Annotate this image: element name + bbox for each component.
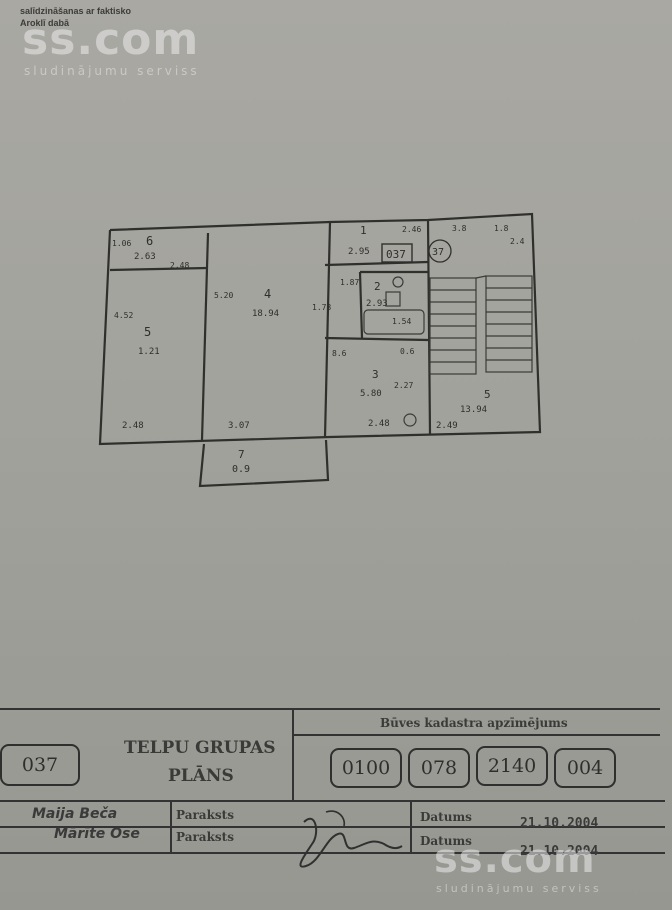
group-number: 037	[0, 744, 80, 786]
circle-mark-label: 37	[432, 247, 444, 258]
dimension: 3.8	[452, 224, 467, 233]
watermark-logo: ss.com	[22, 14, 200, 65]
signature-label: Paraksts	[176, 830, 234, 844]
dimension: 2.46	[402, 225, 421, 234]
title-line2: PLĀNS	[168, 766, 234, 786]
cadastre-code: 0100	[330, 748, 402, 788]
room-area: 2.95	[348, 247, 370, 257]
floor-plan: 037 37 6 2.63 5 1.21 4 18.94 1 2.95 2 2.…	[98, 212, 542, 488]
cadastre-code: 2140	[476, 746, 548, 786]
dimension: 2.27	[394, 381, 413, 390]
dimension: 1.54	[392, 317, 411, 326]
room-area: 2.63	[134, 252, 156, 262]
room-area: 1.21	[138, 347, 160, 357]
dimension: 2.48	[368, 419, 390, 429]
circle-mark	[428, 239, 452, 263]
room-area: 5.80	[360, 389, 382, 399]
person-name: Maija Beča	[32, 806, 118, 822]
room-number: 2	[374, 280, 381, 293]
title-line1: TELPU GRUPAS	[124, 738, 276, 758]
dimension: 1.73	[312, 303, 331, 312]
room-area: 2.93	[366, 299, 388, 309]
room-area: 0.9	[232, 464, 250, 475]
watermark-logo: ss.com	[434, 836, 596, 882]
date-value: 21.10.2004	[520, 816, 599, 831]
signature-scribble	[299, 810, 403, 868]
room-number: 7	[238, 448, 245, 461]
room-area: 18.94	[252, 309, 279, 319]
cadastre-label: Būves kadastra apzīmējums	[380, 716, 568, 730]
header-note: Aroklī dabā	[20, 18, 70, 28]
room-number: 6	[146, 234, 153, 248]
dimension: 5.20	[214, 291, 233, 300]
dimension: 8.6	[332, 349, 347, 358]
dimension: 0.6	[400, 347, 415, 356]
room-number: 5	[484, 388, 491, 401]
room-number: 1	[360, 224, 367, 237]
dimension: 1.8	[494, 224, 509, 233]
plan-stamp: 037	[386, 248, 406, 261]
watermark-subtitle: sludinājumu serviss	[24, 64, 200, 78]
date-label: Datums	[420, 810, 472, 824]
dimension: 2.48	[122, 421, 144, 431]
dimension: 2.49	[436, 421, 458, 431]
dimension: 1.06	[112, 239, 131, 248]
room-number: 4	[264, 287, 271, 301]
watermark-subtitle: sludinājumu serviss	[436, 882, 602, 895]
dimension: 2.48	[170, 261, 189, 270]
person-name: Mārīte Ose	[54, 826, 140, 842]
signature-label: Paraksts	[176, 808, 234, 822]
date-value: 21.10.2004	[520, 844, 599, 859]
room-number: 5	[144, 325, 151, 339]
dimension: 2.4	[510, 237, 525, 246]
plan-stamp-box	[381, 243, 413, 263]
dimension: 4.52	[114, 311, 133, 320]
dimension: 1.87	[340, 278, 359, 287]
room-number: 3	[372, 368, 379, 381]
cadastre-code: 004	[554, 748, 616, 788]
dimension: 3.07	[228, 421, 250, 431]
date-label: Datums	[420, 834, 472, 848]
room-area: 13.94	[460, 405, 487, 415]
header-note: salīdzināšanas ar faktisko	[20, 6, 132, 16]
cadastre-code: 078	[408, 748, 470, 788]
